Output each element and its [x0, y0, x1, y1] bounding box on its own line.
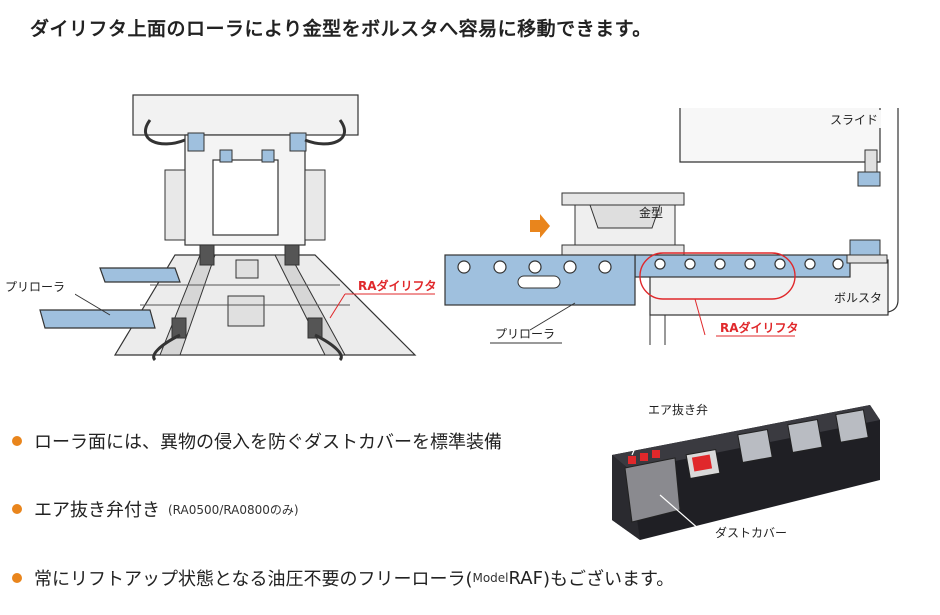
diagram-labels: プリローラ RAダイリフタ スライド 金型 ボルスタ プリローラ RAダイリフタ… [0, 110, 882, 542]
dust-cover-photo [612, 405, 880, 540]
feature-model-prefix: Model [472, 571, 509, 585]
feature-text: ローラ面には、異物の侵入を防ぐダストカバーを標準装備 [34, 432, 502, 453]
left-label-ra-lifter: RAダイリフタ [358, 278, 437, 293]
feature-item-free-roller: 常にリフトアップ状態となる油圧不要のフリーローラ( Model RAF )もござ… [12, 565, 674, 591]
bullet-dot-icon [12, 504, 22, 514]
feature-text-end: )もございます。 [542, 569, 675, 590]
feature-note: (RA0500/RA0800のみ) [168, 502, 299, 517]
right-label-die: 金型 [639, 205, 663, 220]
feature-model-name: RAF [508, 567, 543, 589]
bullet-dot-icon [12, 573, 22, 583]
headline: ダイリフタ上面のローラにより金型をボルスタへ容易に移動できます。 [30, 18, 652, 40]
right-label-pre-roller: プリローラ [495, 327, 555, 341]
bullet-dot-icon [12, 436, 22, 446]
right-label-ra-lifter: RAダイリフタ [720, 320, 799, 335]
left-label-pre-roller: プリローラ [5, 280, 65, 294]
right-label-bolster: ボルスタ [834, 291, 882, 305]
photo-label-air-valve: エア抜き弁 [648, 402, 708, 417]
right-label-slide: スライド [830, 113, 878, 127]
right-side-diagram [444, 108, 899, 345]
left-press-diagram [39, 94, 435, 362]
feature-item-air-valve: エア抜き弁付き (RA0500/RA0800のみ) [12, 496, 299, 522]
feature-text: エア抜き弁付き [34, 500, 160, 521]
feature-text: 常にリフトアップ状態となる油圧不要のフリーローラ( [34, 569, 473, 590]
photo-label-dust-cover: ダストカバー [715, 525, 787, 540]
feature-item-dust-cover: ローラ面には、異物の侵入を防ぐダストカバーを標準装備 [12, 428, 502, 454]
